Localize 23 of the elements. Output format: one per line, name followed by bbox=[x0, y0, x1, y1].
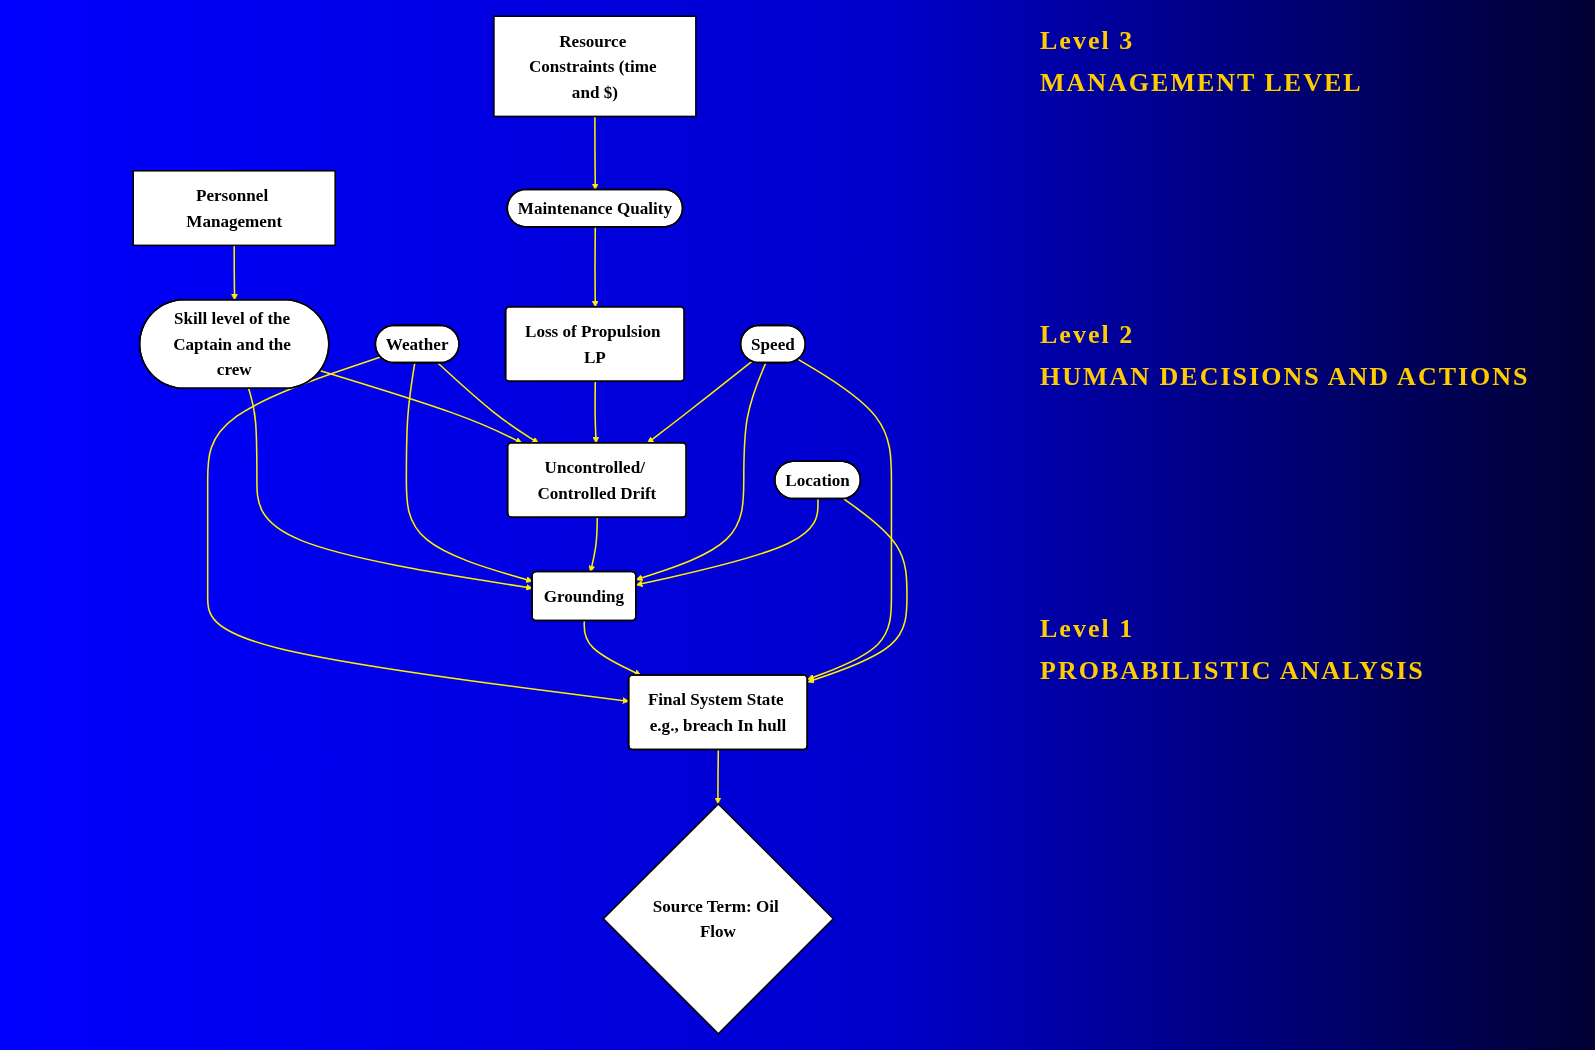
arrow bbox=[635, 498, 819, 587]
level-title: MANAGEMENT LEVEL bbox=[1040, 68, 1364, 98]
node-diamond: Source Term: Oil Flow bbox=[602, 802, 835, 1035]
node-box: Personnel Management bbox=[132, 170, 336, 247]
level-number: Level 2 bbox=[1040, 320, 1136, 350]
arrow bbox=[231, 244, 238, 301]
arrow bbox=[647, 360, 753, 444]
arrow bbox=[583, 620, 642, 676]
node-box: Resource Constraints (time and $) bbox=[493, 15, 697, 118]
level-number: Level 1 bbox=[1040, 614, 1136, 644]
level-title: PROBABILISTIC ANALYSIS bbox=[1040, 656, 1426, 686]
arrow bbox=[437, 362, 539, 444]
arrow bbox=[591, 115, 599, 191]
arrow bbox=[797, 358, 893, 681]
arrow bbox=[592, 380, 600, 444]
arrow bbox=[319, 370, 523, 444]
arrow bbox=[591, 226, 599, 308]
level-number: Level 3 bbox=[1040, 26, 1136, 56]
level-title: HUMAN DECISIONS AND ACTIONS bbox=[1040, 362, 1531, 392]
arrow bbox=[807, 498, 908, 684]
arrow bbox=[714, 749, 722, 805]
arrow bbox=[635, 362, 767, 581]
arrow bbox=[588, 516, 598, 573]
